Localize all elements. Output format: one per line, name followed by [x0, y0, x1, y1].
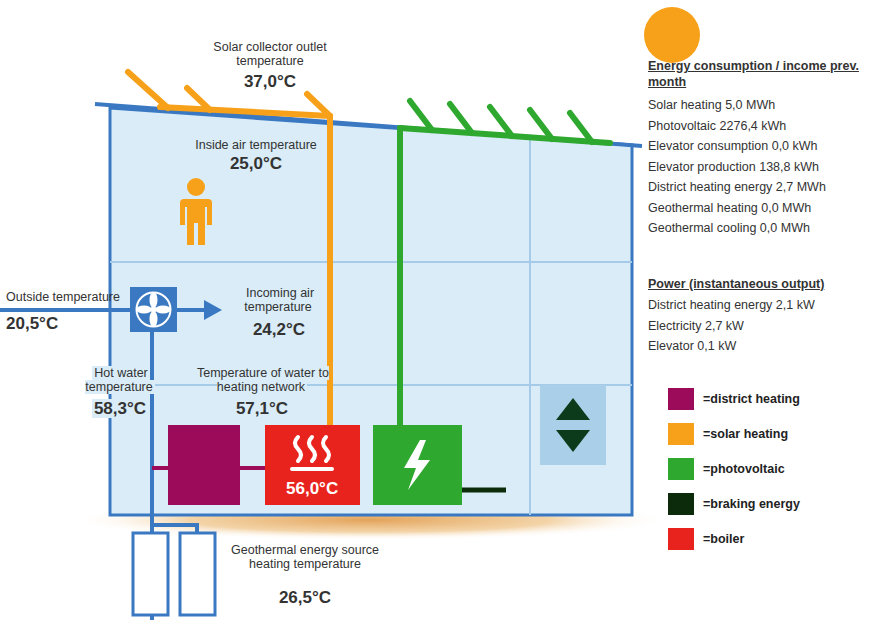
legend-row: =braking energy — [668, 493, 800, 515]
sensor-label: Outside temperature — [6, 290, 130, 304]
geothermal-well — [133, 533, 168, 615]
label-patch: Hot water temperature — [85, 366, 154, 394]
legend-text: =district heating — [703, 392, 800, 406]
braking-line — [462, 488, 506, 493]
temperature-value: 57,1°C — [220, 399, 304, 419]
legend-row: =district heating — [668, 388, 800, 410]
legend-swatch — [668, 458, 694, 480]
temperature-value: 37,0°C — [235, 72, 305, 92]
sensor-label: Geothermal energy source heating tempera… — [227, 543, 383, 572]
energy-readout: Power (instantaneous output) — [648, 276, 880, 292]
air-duct — [177, 308, 206, 312]
temperature-value: 26,5°C — [255, 588, 355, 608]
sensor-label: Solar collector outlet temperature — [195, 40, 345, 69]
heater-symbol — [282, 433, 342, 473]
legend-swatch — [668, 493, 694, 515]
sensor-label: Hot water temperature — [78, 366, 162, 395]
air-duct — [0, 308, 131, 312]
wall-line — [529, 139, 531, 515]
elevator-box — [540, 385, 606, 465]
temperature-value: 24,2°C — [234, 320, 324, 340]
pv-panels — [400, 101, 610, 425]
energy-readout: Elevator consumption 0,0 kWh — [648, 138, 880, 154]
label-patch: Temperature of water to heating network — [195, 366, 329, 394]
boiler-temperature: 56,0°C — [286, 479, 338, 499]
energy-readout: Electricity 2,7 kW — [648, 318, 880, 334]
fan-box — [130, 287, 177, 332]
energy-readout: Energy consumption / income prev. month — [648, 58, 880, 91]
arrow-head — [204, 300, 222, 320]
person-icon — [180, 178, 212, 245]
label-patch: 57,1°C — [234, 399, 290, 418]
district-pipe — [240, 466, 266, 470]
fan-symbol — [136, 292, 171, 327]
legend-swatch — [668, 423, 694, 445]
legend-text: =boiler — [703, 532, 744, 546]
legend-swatch — [668, 388, 694, 410]
energy-readout: Geothermal cooling 0,0 MWh — [648, 220, 880, 236]
elevator-up — [556, 398, 590, 420]
label-patch: 58,3°C — [92, 399, 148, 418]
roof-line — [95, 104, 642, 146]
geothermal-well — [180, 533, 215, 615]
floor-line — [110, 261, 632, 263]
energy-readout: Photovoltaic 2276,4 kWh — [648, 118, 880, 134]
temperature-value: 58,3°C — [78, 399, 162, 419]
temperature-value: 25,0°C — [211, 154, 301, 174]
solar-collector — [128, 72, 330, 425]
legend-text: =solar heating — [703, 427, 788, 441]
energy-readout: Geothermal heating 0,0 MWh — [648, 200, 880, 216]
label-patch: Inside air temperature — [193, 138, 319, 152]
temperature-value: 20,5°C — [6, 314, 86, 334]
house-body — [110, 108, 632, 515]
label-patch: 24,2°C — [251, 320, 307, 339]
boiler-box: 56,0°C — [265, 425, 360, 505]
district-pipe — [152, 466, 168, 470]
elevator-down — [556, 430, 590, 452]
sensor-label: Temperature of water to heating network — [187, 366, 337, 395]
energy-readout: District heating energy 2,7 MWh — [648, 179, 880, 195]
sensor-label: Inside air temperature — [181, 138, 331, 152]
sensor-label: Incoming air temperature — [223, 286, 335, 315]
legend-row: =solar heating — [668, 423, 788, 445]
legend-text: =photovoltaic — [703, 462, 785, 476]
energy-readout: Solar heating 5,0 MWh — [648, 97, 880, 113]
energy-readout: Elevator 0,1 kW — [648, 338, 880, 354]
label-patch: Incoming air temperature — [244, 286, 314, 314]
legend-swatch — [668, 528, 694, 550]
sun — [644, 7, 700, 63]
district-heating-unit — [168, 425, 240, 505]
legend-row: =photovoltaic — [668, 458, 785, 480]
lightning-symbol — [404, 440, 430, 490]
legend-text: =braking energy — [703, 497, 800, 511]
label-patch: 25,0°C — [228, 154, 284, 173]
pv-inverter — [373, 425, 462, 505]
energy-readout: District heating energy 2,1 kW — [648, 297, 880, 313]
energy-readout: Elevator production 138,8 kWh — [648, 159, 880, 175]
legend-row: =boiler — [668, 528, 744, 550]
